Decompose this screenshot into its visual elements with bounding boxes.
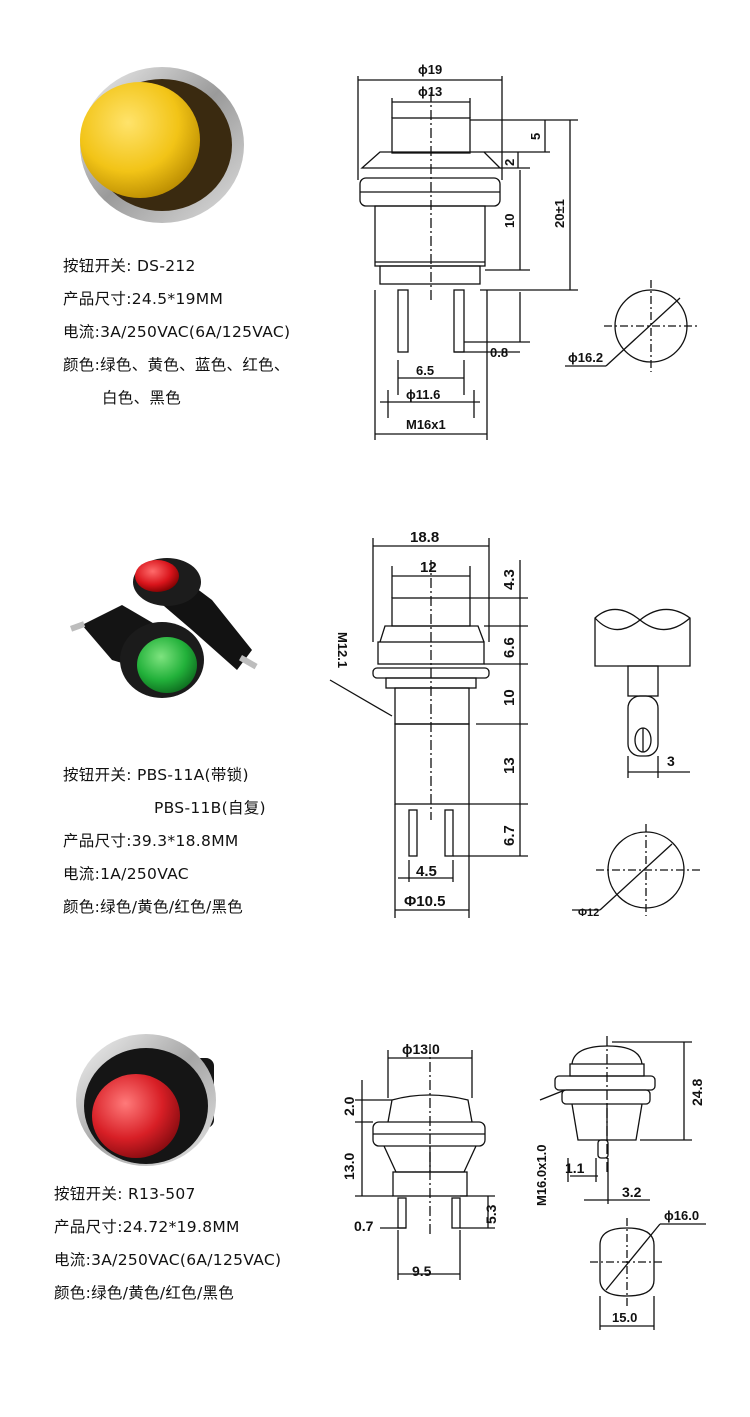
dim-h5: 5 bbox=[528, 133, 543, 140]
spec-current: 电流:1A/250VAC bbox=[63, 865, 189, 883]
dimension-drawing-ds212: ϕ19 ϕ13 5 2 10 20±1 0.8 6.5 ϕ11.6 M16x1 … bbox=[357, 62, 698, 440]
dim-h13: 13 bbox=[501, 757, 518, 774]
dim-h2: 2 bbox=[502, 159, 517, 166]
dim-h130: 13.0 bbox=[341, 1153, 357, 1180]
dim-t08: 0.8 bbox=[490, 345, 508, 360]
dim-d162: ϕ16.2 bbox=[568, 350, 603, 365]
product-r13507: 按钮开关: R13-507 产品尺寸:24.72*19.8MM 电流:3A/25… bbox=[0, 1000, 750, 1417]
dim-w45: 4.5 bbox=[416, 863, 437, 880]
dim-w12: 12 bbox=[420, 559, 437, 576]
dim-w116: ϕ11.6 bbox=[406, 387, 440, 402]
dim-d130: ϕ13.0 bbox=[402, 1041, 440, 1057]
dim-w105: Φ10.5 bbox=[404, 893, 446, 910]
product-photo-r13507 bbox=[76, 1034, 216, 1166]
dimension-drawing-pbs11: 18.8 12 4.3 6.6 10 13 6.7 M12.1 4.5 Φ10.… bbox=[329, 529, 700, 919]
dim-w65: 6.5 bbox=[416, 363, 434, 378]
dim-h67: 6.7 bbox=[501, 825, 518, 846]
dim-m121: M12.1 bbox=[335, 632, 350, 668]
dim-h10: 10 bbox=[501, 689, 518, 706]
product-pbs11: 按钮开关: PBS-11A(带锁) PBS-11B(自复) 产品尺寸:39.3*… bbox=[0, 500, 750, 960]
dim-h20: 2.0 bbox=[341, 1096, 357, 1116]
dim-d12: Φ12 bbox=[578, 907, 599, 919]
spec-colors: 颜色:绿色/黄色/红色/黑色 bbox=[63, 898, 244, 916]
product-ds212: 按钮开关: DS-212 产品尺寸:24.5*19MM 电流:3A/250VAC… bbox=[0, 0, 750, 460]
spec-colors: 颜色:绿色/黄色/红色/黑色 bbox=[54, 1284, 235, 1302]
spec-size: 产品尺寸:39.3*18.8MM bbox=[63, 832, 239, 850]
dim-h20: 20±1 bbox=[552, 199, 567, 228]
spec-model: 按钮开关: PBS-11A(带锁) bbox=[63, 766, 249, 784]
dim-w95: 9.5 bbox=[412, 1263, 432, 1279]
spec-current: 电流:3A/250VAC(6A/125VAC) bbox=[54, 1251, 282, 1269]
dimension-drawing-r13507: ϕ13.0 2.0 13.0 5.3 0.7 9.5 24.8 M16.0x1.… bbox=[341, 1036, 706, 1330]
dim-w150: 15.0 bbox=[612, 1310, 637, 1325]
dim-h66: 6.6 bbox=[501, 637, 518, 658]
dim-t11: 1.1 bbox=[565, 1160, 585, 1176]
dim-h53: 5.3 bbox=[483, 1204, 499, 1224]
product-photo-pbs11 bbox=[70, 558, 258, 698]
spec-model: 按钮开关: DS-212 bbox=[63, 257, 196, 275]
spec-current: 电流:3A/250VAC(6A/125VAC) bbox=[63, 323, 291, 341]
dim-w188: 18.8 bbox=[410, 529, 439, 546]
dim-t07: 0.7 bbox=[354, 1218, 374, 1234]
spec-size: 产品尺寸:24.72*19.8MM bbox=[54, 1218, 240, 1236]
dim-t32: 3.2 bbox=[622, 1184, 642, 1200]
spec-model-2: PBS-11B(自复) bbox=[154, 799, 266, 817]
dim-m160: M16.0x1.0 bbox=[534, 1145, 549, 1206]
spec-model: 按钮开关: R13-507 bbox=[54, 1185, 196, 1203]
product-photo-ds212 bbox=[80, 67, 244, 223]
dim-d19: ϕ19 bbox=[418, 62, 442, 77]
dim-t3: 3 bbox=[667, 753, 675, 769]
dim-d13: ϕ13 bbox=[418, 84, 442, 99]
dim-h248: 24.8 bbox=[689, 1079, 705, 1106]
spec-size: 产品尺寸:24.5*19MM bbox=[63, 290, 224, 308]
dim-d160: ϕ16.0 bbox=[664, 1208, 699, 1223]
dim-m16: M16x1 bbox=[406, 417, 446, 432]
spec-colors-cont: 白色、黑色 bbox=[102, 389, 182, 407]
dim-h10: 10 bbox=[502, 214, 517, 228]
dim-h43: 4.3 bbox=[501, 569, 518, 590]
spec-colors: 颜色:绿色、黄色、蓝色、红色、 bbox=[63, 356, 290, 374]
